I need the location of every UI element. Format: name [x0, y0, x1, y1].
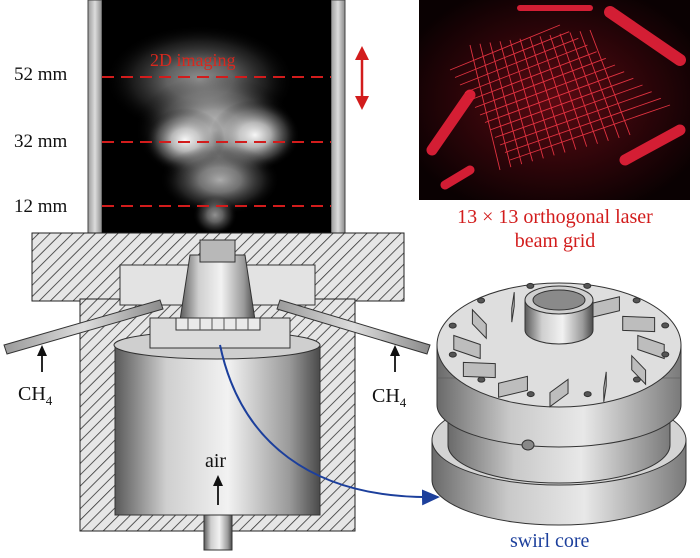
bolt-hole — [477, 297, 486, 304]
height-label-32mm: 32 mm — [14, 131, 68, 152]
ch4-label-left: CH4 — [18, 383, 52, 409]
laser-beam-a — [469, 51, 597, 101]
swirl-vane — [622, 315, 656, 333]
height-label-12mm: 12 mm — [14, 196, 68, 217]
ch4-label-right: CH4 — [372, 385, 406, 411]
laser-beam-a — [494, 84, 643, 138]
laser-beam-b — [489, 42, 523, 165]
laser-beam-a — [504, 97, 661, 153]
air-label: air — [205, 450, 227, 472]
laser-beam-a — [489, 77, 634, 131]
ch4-right-sub: 4 — [399, 395, 407, 410]
laser-grid-caption: 13 × 13 orthogonal laser beam grid — [430, 205, 680, 253]
chamber-wall-left — [87, 0, 103, 241]
laser-beam-b — [479, 43, 512, 168]
laser-beam-a — [509, 104, 671, 161]
laser-beam-a — [499, 91, 652, 146]
laser-beam-b — [569, 32, 609, 141]
laser-grid-image — [419, 0, 690, 200]
laser-grid-caption-line1: 13 × 13 orthogonal laser — [457, 206, 653, 228]
swirl-core-label: swirl core — [510, 530, 590, 552]
air-arrow — [213, 475, 223, 505]
ch4-left-main: CH — [18, 383, 46, 405]
swirl-vane — [511, 292, 515, 323]
bolt-hole — [661, 351, 670, 358]
laser-beam-a — [479, 64, 616, 116]
swirl-vane — [631, 354, 647, 386]
bolt-hole — [526, 391, 535, 398]
flame-luminosity — [105, 25, 300, 235]
laser-beam-a — [459, 37, 579, 86]
imaging-label: 2D imaging — [150, 50, 236, 70]
bolt-hole — [661, 322, 670, 329]
laser-grid-lines — [449, 24, 671, 171]
ch4-arrow-left — [37, 345, 47, 372]
chamber-wall-right — [330, 0, 346, 241]
bolt-hole — [526, 282, 535, 289]
bolt-hole — [448, 351, 457, 358]
laser-beam-a — [464, 44, 588, 93]
laser-beam-b — [579, 31, 620, 139]
swirl-vane — [549, 378, 569, 408]
laser-beam-b — [469, 44, 501, 171]
bolt-hole — [632, 376, 641, 383]
swirl-vane — [603, 371, 607, 402]
swirl-core-model — [431, 282, 687, 526]
laser-beam-b — [539, 36, 577, 150]
ch4-injector-right — [276, 299, 431, 355]
swirl-vane — [498, 375, 528, 398]
bolt-hole — [477, 376, 486, 383]
laser-beam-b — [559, 33, 598, 144]
height-label-52mm: 52 mm — [14, 64, 68, 85]
ch4-injector-left — [3, 299, 164, 355]
laser-beam-a — [474, 57, 606, 108]
swirl-core-connector — [219, 344, 440, 506]
laser-beam-a — [454, 31, 570, 78]
swirl-vane — [453, 334, 481, 360]
laser-beam-b — [509, 39, 544, 159]
laser-beam-b — [549, 34, 588, 147]
ch4-right-main: CH — [372, 385, 400, 407]
laser-grid-caption-line2: beam grid — [514, 230, 596, 252]
laser-bright-edges — [426, 5, 686, 190]
swirl-vane — [462, 361, 496, 379]
swirl-vane — [637, 334, 665, 360]
ch4-left-sub: 4 — [45, 393, 53, 408]
laser-beam-a — [484, 71, 625, 123]
swirl-vane — [471, 308, 487, 340]
bolt-hole — [583, 391, 592, 398]
bolt-hole — [632, 297, 641, 304]
laser-beam-a — [449, 24, 561, 71]
laser-beam-b — [519, 38, 555, 156]
laser-beam-b — [589, 29, 631, 136]
bolt-hole — [448, 322, 457, 329]
traverse-arrow — [355, 46, 369, 110]
bolt-hole — [583, 282, 592, 289]
ch4-arrow-right — [390, 345, 400, 372]
